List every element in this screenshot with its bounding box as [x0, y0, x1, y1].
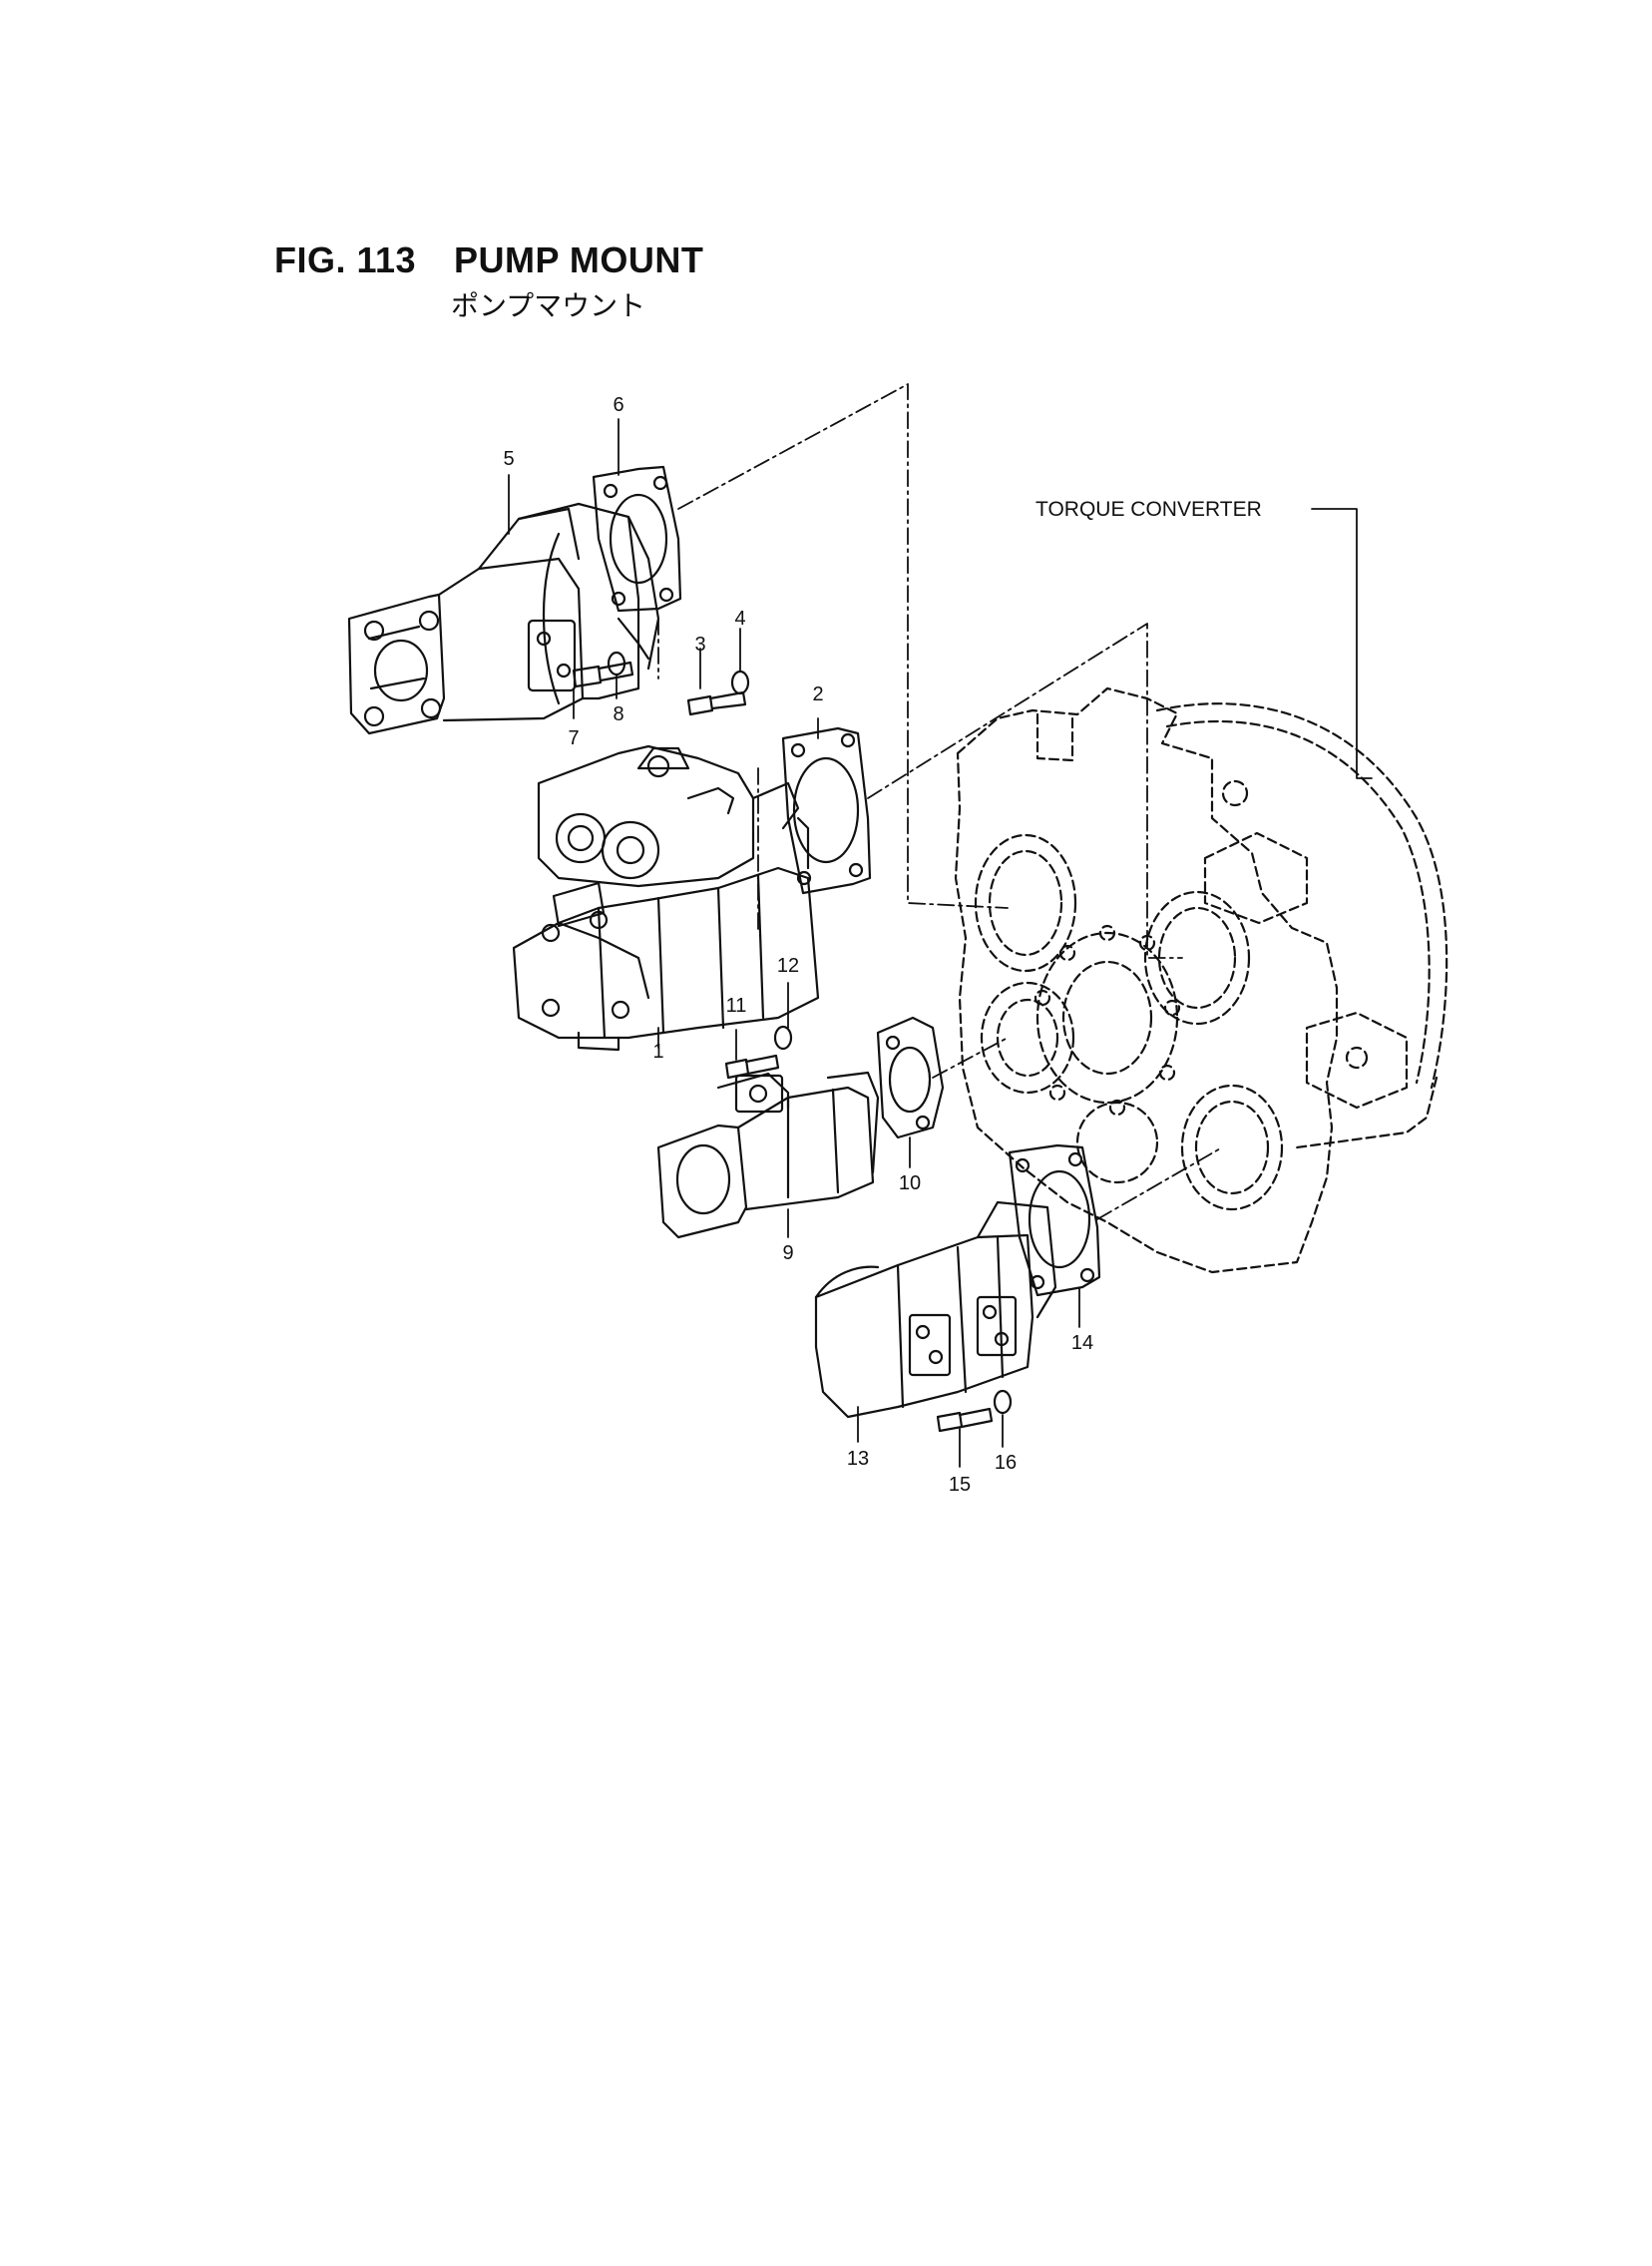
- callout-3: 3: [694, 634, 705, 656]
- callout-numbers: 5 6 3 4 2 7 8 1 11 12 9 10 13 14 15 16: [503, 394, 1093, 1496]
- figure-number: FIG. 113: [274, 239, 417, 280]
- callout-6: 6: [613, 394, 623, 416]
- pump-9: [656, 1016, 945, 1239]
- callout-13: 13: [847, 1448, 869, 1470]
- callout-14: 14: [1071, 1332, 1093, 1354]
- pump-5: [347, 465, 682, 735]
- pump-13: [814, 1143, 1101, 1433]
- callout-15: 15: [949, 1474, 971, 1496]
- callout-12: 12: [777, 955, 799, 977]
- leader-lines: [508, 418, 1373, 1468]
- callout-2: 2: [812, 683, 823, 705]
- torque-converter-label: TORQUE CONVERTER: [1035, 498, 1262, 521]
- figure-subtitle-jp: ポンプマウント: [451, 290, 646, 321]
- gasket-10: [876, 1016, 945, 1139]
- callout-8: 8: [613, 703, 623, 725]
- gasket-2: [781, 726, 872, 895]
- figure-title: PUMP MOUNT: [454, 239, 704, 280]
- gasket-14: [1008, 1143, 1101, 1297]
- callout-10: 10: [899, 1172, 921, 1194]
- callout-4: 4: [734, 608, 745, 630]
- gasket-6: [592, 465, 682, 613]
- callout-16: 16: [995, 1452, 1017, 1474]
- callout-7: 7: [568, 727, 579, 749]
- alignment-lines: [657, 383, 1223, 1220]
- callout-5: 5: [503, 448, 514, 470]
- torque-converter-housing: [954, 686, 1448, 1274]
- callout-9: 9: [782, 1242, 793, 1264]
- pump-1: [512, 670, 872, 1052]
- callout-1: 1: [652, 1041, 663, 1063]
- callout-11: 11: [726, 995, 747, 1017]
